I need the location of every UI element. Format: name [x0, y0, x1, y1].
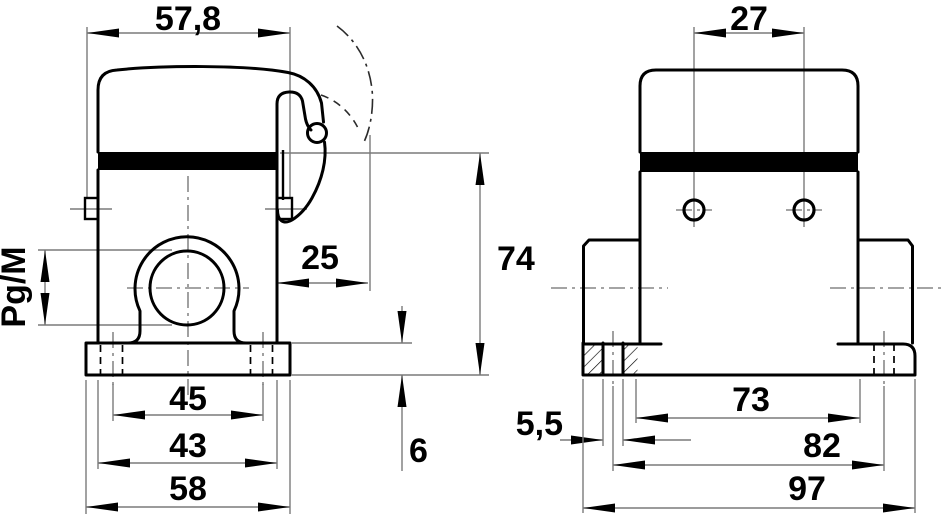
lever-open-phantom-arc [320, 94, 359, 128]
lever-right-edge [276, 140, 327, 224]
dim-label-body-width-43: 43 [169, 427, 207, 465]
dimension-layer: 57,8 Pg/M 25 74 6 [0, 0, 916, 514]
hatched-section-right [623, 344, 638, 374]
gasket-band [98, 152, 277, 170]
dim-height-74: 74 [280, 152, 535, 376]
dim-slot-width: 5,5 [516, 379, 691, 446]
mounting-hole-right [792, 198, 816, 222]
dim-label-flange-width-58: 58 [169, 470, 207, 508]
guide-tab-left [83, 196, 100, 221]
wing-left [582, 238, 642, 345]
gasket-band [640, 152, 858, 172]
dim-label-hole-spacing-27: 27 [730, 0, 768, 38]
dim-hole-spacing-27: 27 [693, 0, 805, 227]
dim-label-slot-width: 5,5 [516, 405, 563, 443]
cable-entry-hole [148, 249, 226, 327]
dim-label-foot-height: 6 [409, 432, 428, 470]
wing-right [856, 238, 914, 345]
cover-outline [96, 65, 325, 154]
dim-label-slot-span-82: 82 [803, 427, 841, 465]
lever-open-envelope-arc [336, 25, 374, 144]
dim-slot-span-82: 82 [612, 386, 885, 471]
dim-base-width-73: 73 [635, 379, 861, 423]
mounting-hole-left [682, 198, 706, 222]
dim-label-height-74: 74 [497, 240, 535, 278]
dim-cover-width: 57,8 [86, 0, 291, 198]
dim-label-cover-width: 57,8 [155, 0, 221, 38]
dim-body-width-43: 43 [97, 380, 278, 469]
dim-lever-clearance: 25 [277, 135, 371, 291]
dim-flange-width-97: 97 [582, 379, 916, 513]
dim-label-base-width-73: 73 [732, 381, 770, 419]
cover-outline [638, 68, 860, 154]
cable-boss-outline [126, 235, 248, 345]
lever-pivot-pin [306, 122, 328, 144]
base-flange [84, 341, 292, 377]
dim-label-cable-entry: Pg/M [0, 246, 33, 327]
hatched-section-left [584, 344, 603, 374]
front-view [551, 68, 944, 386]
dim-label-lever-clearance: 25 [301, 239, 339, 277]
dim-flange-width-58: 58 [85, 380, 291, 514]
dim-cable-entry: Pg/M [0, 246, 172, 328]
side-view [70, 25, 374, 396]
lever-left-edge [275, 90, 313, 209]
dim-foot-height: 6 [292, 306, 428, 471]
dim-label-flange-width-97: 97 [788, 470, 826, 508]
